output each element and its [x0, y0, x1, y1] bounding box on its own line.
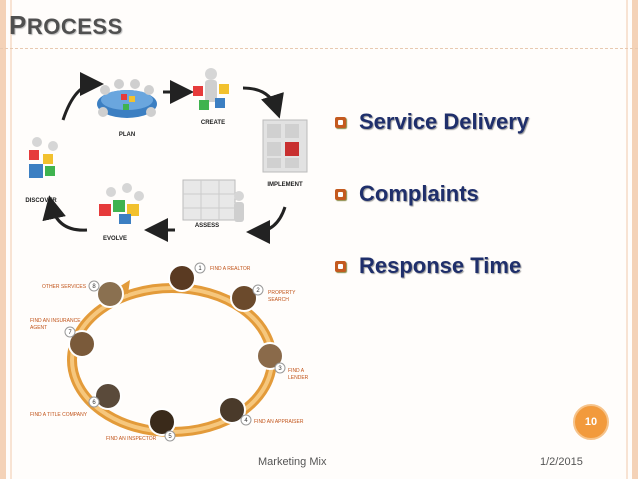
ring-step-4: 4 FIND AN APPRAISER — [218, 396, 304, 426]
svg-text:4: 4 — [244, 418, 248, 424]
create-illustration — [193, 68, 229, 110]
process-cycle-diagram: PLAN CREATE IMPLEMENT ASSESS — [25, 68, 308, 244]
ring-step-1: 1 FIND A REALTOR — [168, 262, 251, 292]
right-border-line — [626, 0, 628, 479]
svg-text:PROPERTY: PROPERTY — [268, 290, 296, 296]
svg-text:SEARCH: SEARCH — [268, 297, 289, 303]
svg-text:FIND AN INSPECTOR: FIND AN INSPECTOR — [106, 436, 157, 442]
svg-text:6: 6 — [92, 400, 96, 406]
arrow-implement-assess — [246, 206, 287, 244]
title-divider — [0, 48, 638, 49]
svg-text:3: 3 — [278, 366, 282, 372]
footer-title: Marketing Mix — [258, 456, 327, 468]
bullet-item: Service Delivery — [333, 109, 530, 134]
checkbox-bullet-icon — [335, 261, 346, 272]
svg-text:OTHER SERVICES: OTHER SERVICES — [42, 284, 87, 290]
bullet-text: Complaints — [359, 181, 479, 206]
svg-text:7: 7 — [68, 330, 72, 336]
svg-text:FIND AN APPRAISER: FIND AN APPRAISER — [254, 419, 304, 425]
svg-text:5: 5 — [168, 434, 172, 440]
cycle-label-evolve: EVOLVE — [103, 236, 127, 242]
cycle-label-discover: DISCOVER — [25, 198, 57, 204]
left-border-strip — [0, 0, 6, 479]
svg-text:LENDER: LENDER — [288, 375, 309, 381]
svg-text:1: 1 — [198, 266, 202, 272]
arrow-create-implement — [242, 86, 284, 119]
bullet-text: Response Time — [359, 253, 522, 278]
cycle-label-assess: ASSESS — [195, 223, 219, 229]
implement-illustration — [262, 119, 308, 173]
assess-illustration — [182, 179, 244, 222]
cycle-label-implement: IMPLEMENT — [267, 182, 303, 188]
svg-text:8: 8 — [92, 284, 96, 290]
svg-text:2: 2 — [256, 288, 260, 294]
svg-text:AGENT: AGENT — [30, 325, 47, 331]
svg-text:FIND AN INSURANCE: FIND AN INSURANCE — [30, 318, 81, 324]
bullet-list: Service Delivery Complaints Response Tim… — [333, 109, 530, 328]
svg-text:FIND A: FIND A — [288, 368, 305, 374]
discover-illustration — [29, 137, 58, 178]
cycle-label-create: CREATE — [201, 120, 225, 126]
bullet-item: Complaints — [333, 181, 529, 206]
slide-title: PROCESS — [9, 10, 123, 40]
evolve-illustration — [99, 183, 144, 224]
bullet-item: Response Time — [333, 253, 529, 278]
bullet-text: Service Delivery — [359, 109, 530, 134]
plan-illustration — [97, 79, 157, 118]
page-number-badge: 10 — [573, 404, 609, 440]
cycle-label-plan: PLAN — [119, 132, 135, 138]
checkbox-bullet-icon — [335, 117, 346, 128]
footer-date: 1/2/2015 — [540, 456, 583, 468]
ring-step-5: 5 FIND AN INSPECTOR — [106, 408, 176, 442]
svg-text:FIND A REALTOR: FIND A REALTOR — [210, 266, 251, 272]
ring-step-8: 8 OTHER SERVICES — [42, 280, 124, 308]
left-border-line — [10, 0, 12, 479]
right-border-strip — [632, 0, 638, 479]
arrow-evolve-discover — [42, 195, 88, 232]
checkbox-bullet-icon — [335, 189, 346, 200]
svg-text:FIND A TITLE COMPANY: FIND A TITLE COMPANY — [30, 412, 88, 418]
arrow-discover-plan — [61, 72, 104, 121]
